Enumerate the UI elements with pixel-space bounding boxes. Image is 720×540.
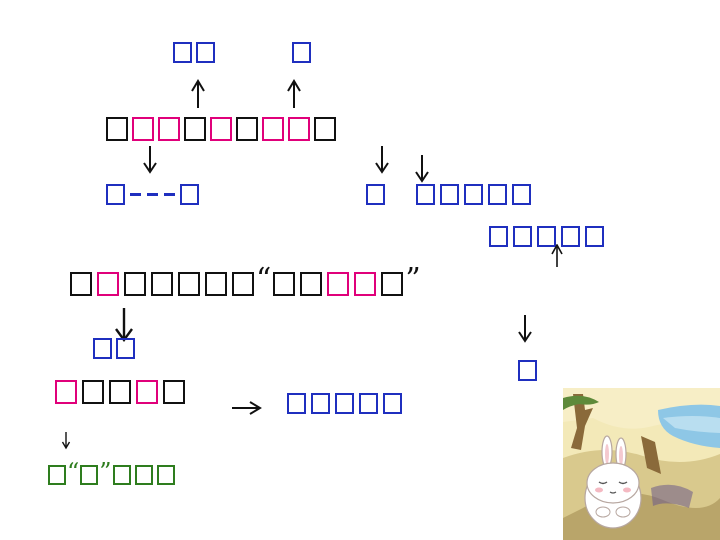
glyph-box bbox=[232, 272, 254, 296]
up-arrow-icon bbox=[551, 244, 563, 267]
note-right-2 bbox=[489, 226, 604, 247]
glyph-box bbox=[464, 184, 483, 205]
glyph-box bbox=[327, 272, 350, 296]
dash bbox=[164, 193, 175, 196]
glyph-box bbox=[416, 184, 435, 205]
close-quote: ” bbox=[99, 458, 112, 486]
glyph-box bbox=[383, 393, 402, 414]
glyph-box bbox=[300, 272, 323, 296]
top-left-label bbox=[173, 42, 215, 63]
glyph-box bbox=[381, 272, 404, 296]
glyph-box bbox=[97, 272, 119, 296]
note-left bbox=[106, 184, 199, 205]
glyph-box bbox=[151, 272, 173, 296]
glyph-box bbox=[537, 226, 556, 247]
down-arrow-icon bbox=[143, 146, 157, 174]
dash bbox=[147, 193, 158, 196]
glyph-box bbox=[314, 117, 336, 141]
note-right-1 bbox=[416, 184, 531, 205]
glyph-box bbox=[134, 465, 153, 485]
glyph-box bbox=[124, 272, 146, 296]
glyph-box bbox=[288, 117, 310, 141]
glyph-box bbox=[236, 117, 258, 141]
glyph-box bbox=[512, 184, 531, 205]
up-arrow-icon bbox=[287, 79, 301, 108]
down-arrow-icon bbox=[375, 146, 389, 174]
close-quote: ” bbox=[405, 262, 421, 297]
dash bbox=[130, 193, 141, 196]
glyph-box bbox=[366, 184, 385, 205]
glyph-box bbox=[440, 184, 459, 205]
glyph-box bbox=[335, 393, 354, 414]
down-arrow-icon bbox=[518, 315, 532, 343]
glyph-box bbox=[109, 380, 131, 404]
glyph-box bbox=[273, 272, 296, 296]
glyph-box bbox=[156, 465, 175, 485]
top-right-label bbox=[292, 42, 311, 63]
glyph-box bbox=[55, 380, 77, 404]
glyph-box bbox=[359, 393, 378, 414]
glyph-box bbox=[518, 360, 537, 381]
down-arrow-icon bbox=[61, 432, 71, 450]
glyph-box bbox=[178, 272, 200, 296]
phrase-3 bbox=[55, 380, 185, 404]
right-arrow-icon bbox=[232, 401, 262, 415]
glyph-box bbox=[80, 465, 99, 485]
down-arrow-icon bbox=[415, 155, 429, 183]
note-below-right bbox=[518, 360, 537, 381]
glyph-box bbox=[311, 393, 330, 414]
note-below-left bbox=[93, 338, 135, 359]
up-arrow-icon bbox=[191, 79, 205, 108]
glyph-box bbox=[287, 393, 306, 414]
glyph-box bbox=[173, 42, 192, 63]
glyph-box bbox=[489, 226, 508, 247]
glyph-box bbox=[180, 184, 199, 205]
glyph-box bbox=[70, 272, 92, 296]
glyph-box bbox=[196, 42, 215, 63]
sentence-2: “ ” bbox=[70, 262, 421, 297]
note-mid bbox=[366, 184, 385, 205]
note-phrase-3 bbox=[287, 393, 402, 414]
glyph-box bbox=[82, 380, 104, 404]
glyph-box bbox=[112, 465, 131, 485]
open-quote: “ bbox=[256, 262, 272, 297]
green-phrase: “ ” bbox=[48, 458, 175, 486]
glyph-box bbox=[561, 226, 580, 247]
glyph-box bbox=[513, 226, 532, 247]
glyph-box bbox=[132, 117, 154, 141]
open-quote: “ bbox=[67, 458, 80, 486]
glyph-box bbox=[106, 117, 128, 141]
glyph-box bbox=[116, 338, 135, 359]
sentence-1 bbox=[106, 117, 336, 141]
glyph-box bbox=[136, 380, 158, 404]
glyph-box bbox=[184, 117, 206, 141]
glyph-box bbox=[210, 117, 232, 141]
glyph-box bbox=[292, 42, 311, 63]
glyph-box bbox=[106, 184, 125, 205]
glyph-box bbox=[158, 117, 180, 141]
glyph-box bbox=[488, 184, 507, 205]
down-arrow-icon bbox=[115, 308, 133, 342]
glyph-box bbox=[93, 338, 112, 359]
glyph-box bbox=[585, 226, 604, 247]
rabbit-cartoon-icon bbox=[563, 388, 720, 540]
glyph-box bbox=[163, 380, 185, 404]
glyph-box bbox=[354, 272, 377, 296]
glyph-box bbox=[48, 465, 66, 485]
glyph-box bbox=[205, 272, 227, 296]
glyph-box bbox=[262, 117, 284, 141]
